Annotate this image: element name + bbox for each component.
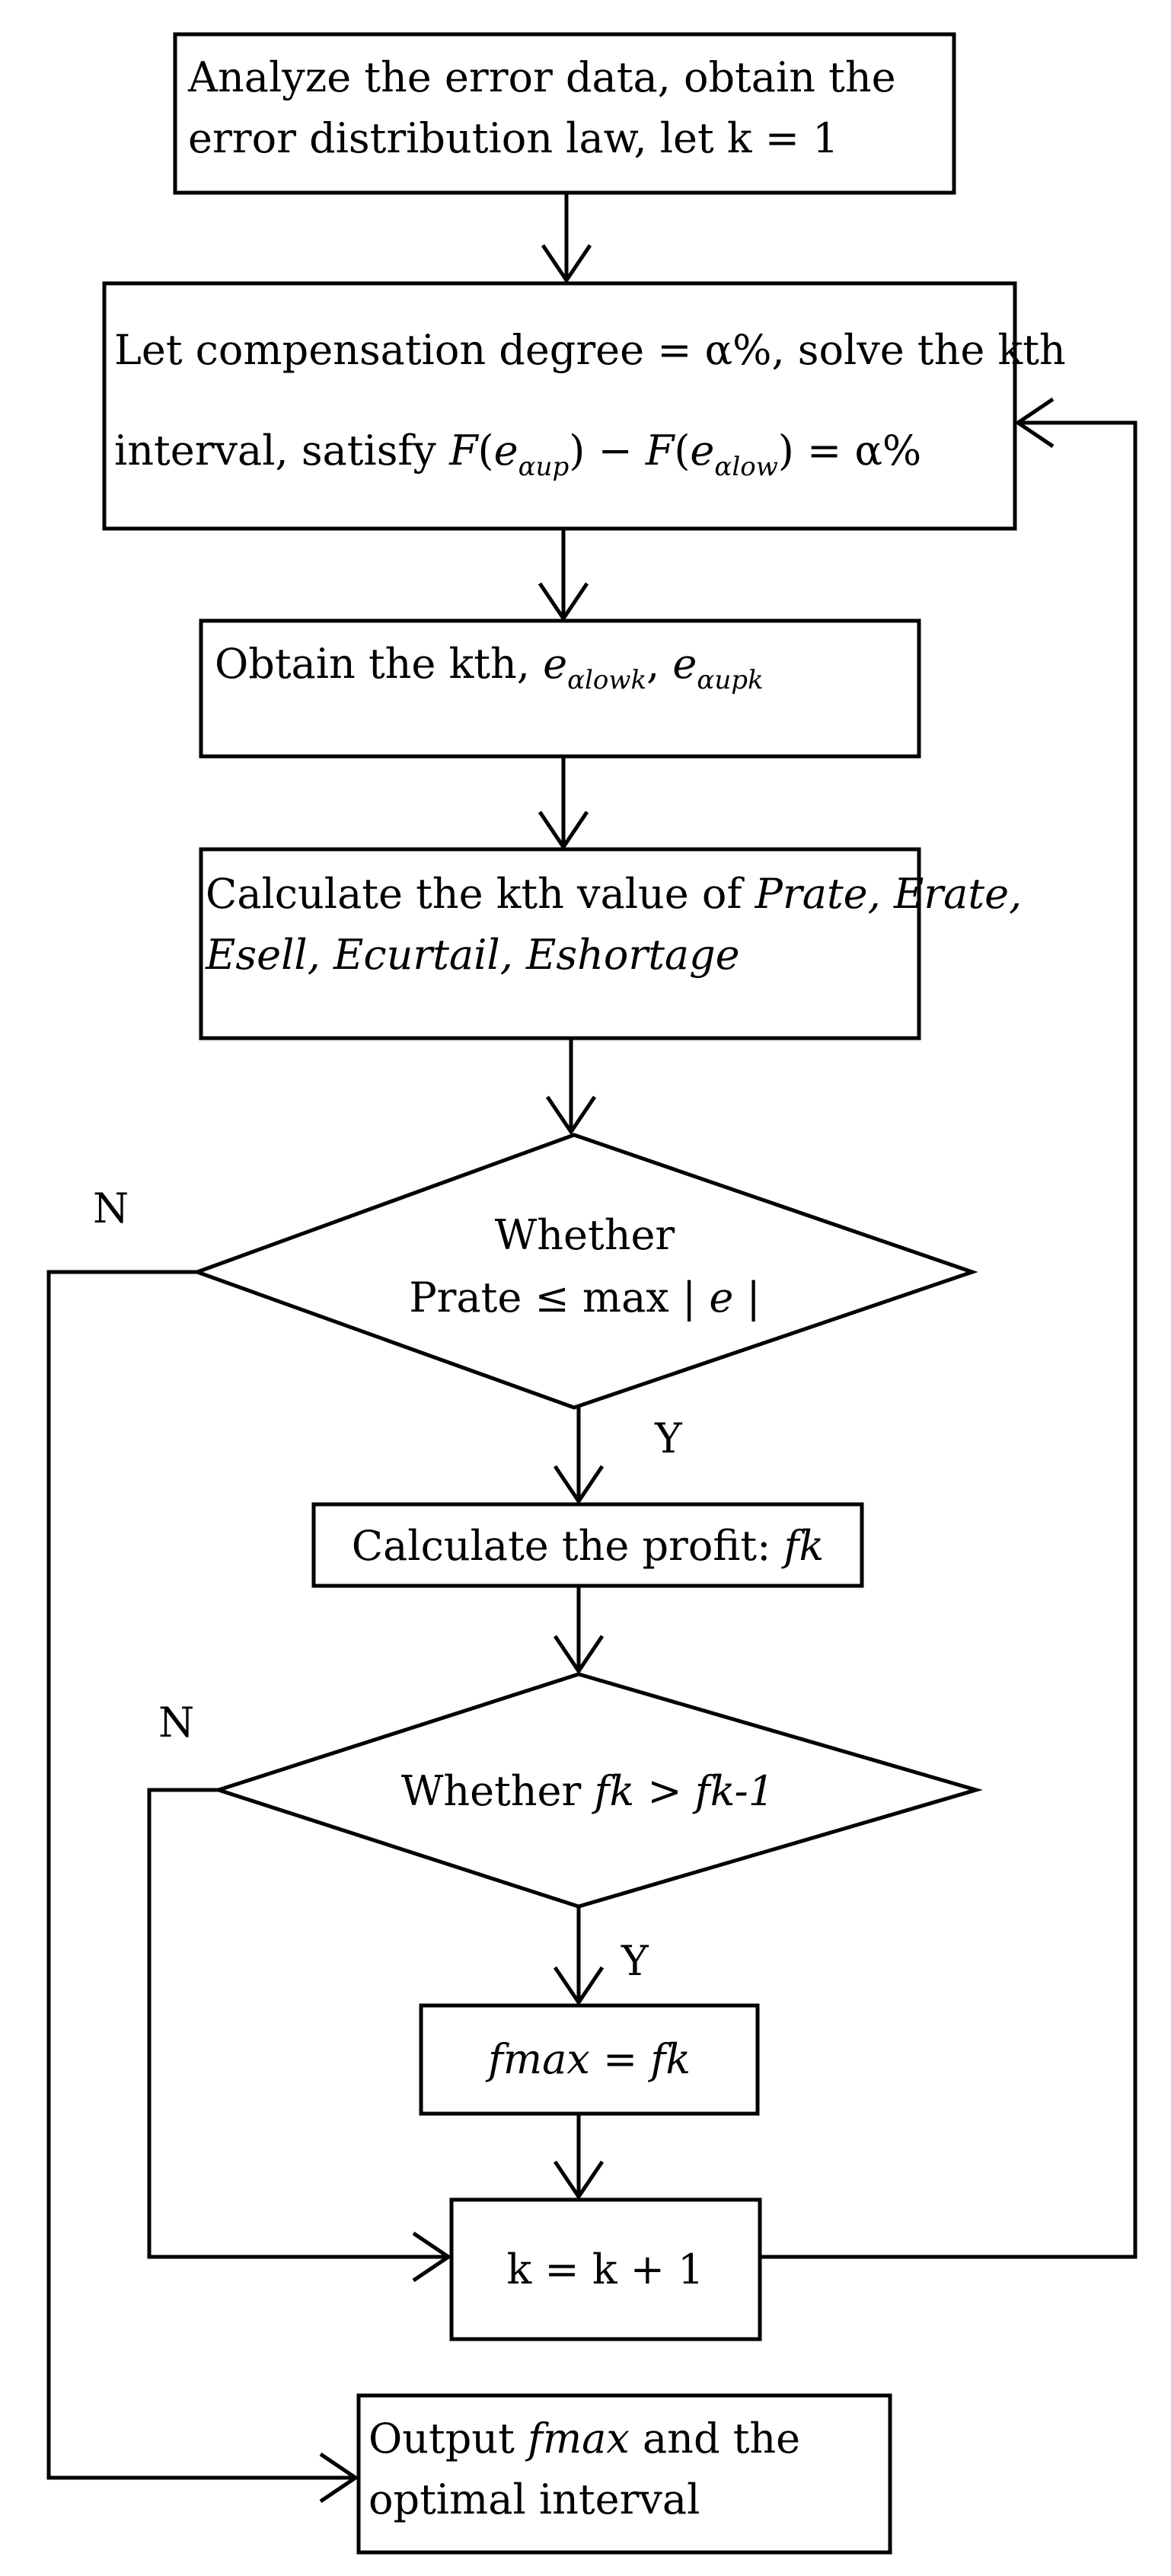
edge-label-d1-no: N (93, 1184, 129, 1232)
edge-profit-to-decision2 (553, 1586, 605, 1675)
node-obtain: Obtain the kth, eαlowk, eαupk (199, 618, 921, 759)
node-compensation-line1: Let compensation degree = α%, solve the … (114, 326, 1066, 374)
node-calc-values-line2: Esell, Ecurtail, Eshortage (205, 931, 740, 979)
node-increment-text: k = k + 1 (507, 2245, 704, 2293)
node-calc-values-line1: Calculate the kth value of Prate, Erate, (206, 870, 1022, 918)
node-output-line2: optimal interval (369, 2475, 700, 2523)
edge-compensation-to-obtain (538, 529, 589, 622)
node-output: Output fmax and the optimal interval (356, 2393, 892, 2555)
node-output-line1: Output fmax and the (369, 2415, 800, 2463)
node-compensation-line2: interval, satisfy F(eαup) − F(eαlow) = α… (114, 427, 921, 482)
node-fmax-text: fmax = fk (485, 2035, 691, 2083)
edge-decision1-yes-to-profit (553, 1408, 605, 1505)
node-increment: k = k + 1 (449, 2197, 762, 2341)
node-calc-values: Calculate the kth value of Prate, Erate,… (199, 847, 1022, 1040)
decision-prate: Whether Prate ≤ max | e | (191, 1133, 978, 1410)
node-profit-text: Calculate the profit: fk (352, 1522, 824, 1570)
node-start-line2: error distribution law, let k = 1 (188, 114, 839, 162)
edge-decision1-no-to-output (46, 1270, 359, 2504)
edge-decision2-yes-to-fmax (553, 1906, 605, 2006)
node-fmax: fmax = fk (419, 2003, 760, 2116)
node-compensation: Let compensation degree = α%, solve the … (102, 281, 1066, 531)
node-obtain-text: Obtain the kth, eαlowk, eαupk (215, 640, 764, 695)
edge-increment-loop-to-compensation (760, 397, 1137, 2259)
decision-prate-line1: Whether (495, 1211, 675, 1259)
edge-label-d1-yes: Y (654, 1414, 683, 1462)
decision-fk-text: Whether fk > fk-1 (401, 1767, 774, 1815)
edge-fmax-to-increment (553, 2114, 605, 2200)
node-profit: Calculate the profit: fk (311, 1502, 864, 1588)
edge-start-to-compensation (541, 193, 592, 284)
edge-label-d2-no: N (158, 1699, 194, 1747)
edge-label-d2-yes: Y (621, 1937, 649, 1985)
decision-prate-line2: Prate ≤ max | e | (409, 1274, 760, 1322)
decision-fk: Whether fk > fk-1 (212, 1672, 983, 1909)
edge-obtain-to-calc (538, 756, 589, 851)
node-start-line1: Analyze the error data, obtain the (187, 53, 896, 101)
node-start: Analyze the error data, obtain the error… (173, 32, 956, 195)
edge-calc-to-decision1 (545, 1038, 597, 1136)
edge-decision2-no-to-increment (147, 1788, 452, 2283)
